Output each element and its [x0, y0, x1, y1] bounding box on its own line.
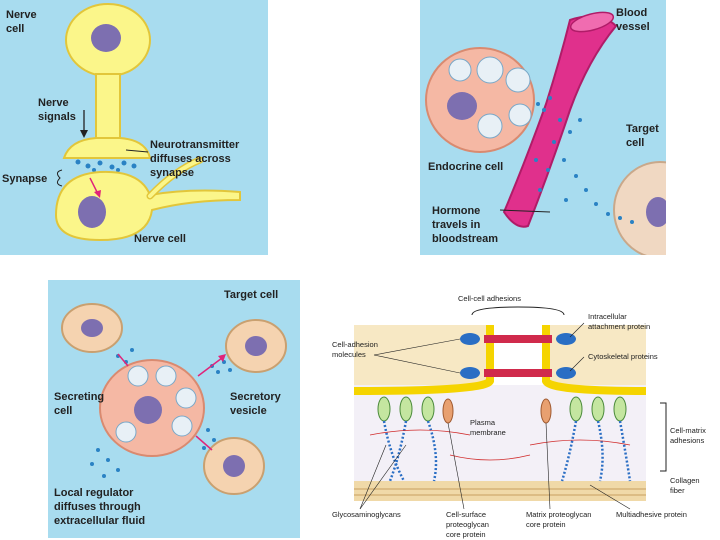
label-collagen-fiber: Collagen fiber	[670, 476, 702, 495]
label-plasma-membrane: Plasma membrane	[470, 418, 506, 437]
label-cell-cell-adhesions: Cell-cell adhesions	[458, 294, 521, 303]
label-multiadhesive-protein: Multiadhesive protein	[616, 510, 687, 519]
plasma-membrane-left	[353, 325, 494, 395]
label-secreting-cell: Secreting cell	[54, 391, 107, 417]
label-neurotransmitter: Neurotransmitter diffuses across synapse	[150, 139, 242, 179]
plasma-membrane-right	[542, 325, 647, 395]
label-hormone: Hormone travels in bloodstream	[432, 205, 498, 245]
neurotransmitter-dots	[75, 159, 137, 172]
label-cell-adhesion-molecules: Cell-adhesion molecules	[332, 340, 380, 359]
label-glycosaminoglycans: Glycosaminoglycans	[332, 510, 401, 519]
axon-terminal	[62, 137, 152, 159]
nerve-signaling-panel: Nerve cell Nerve signals Neurotransmitte…	[0, 0, 268, 255]
label-nerve-cell-top: Nerve cell	[6, 9, 40, 35]
adhesion-bar-1	[484, 335, 552, 343]
label-target-cell: Target cell	[626, 123, 662, 149]
adhesion-bar-2	[484, 369, 552, 377]
label-intracellular-protein: Intracellular attachment protein	[588, 312, 650, 331]
label-nerve-signals: Nerve signals	[38, 97, 76, 123]
upper-nerve-nucleus	[91, 24, 121, 52]
glycosaminoglycan-chains	[382, 420, 632, 482]
target-cell	[613, 161, 666, 255]
endocrine-nucleus	[447, 92, 477, 120]
label-cell-surface-proteoglycan: Cell-surface proteoglycan core protein	[446, 510, 491, 539]
hormone-vesicles	[448, 56, 532, 139]
label-cell-matrix-adhesions: Cell-matrix adhesions	[670, 426, 708, 445]
cell-adhesion-panel: Cell-cell adhesions Intracellular attach…	[330, 285, 720, 540]
axon	[95, 73, 121, 141]
label-endocrine-cell: Endocrine cell	[428, 161, 503, 173]
endocrine-signaling-panel: Blood vessel Target cell Endocrine cell …	[420, 0, 666, 255]
secretory-vesicles	[115, 365, 197, 443]
collagen-layer	[354, 481, 646, 501]
proteoglycans	[377, 396, 627, 422]
label-matrix-proteoglycan: Matrix proteoglycan core protein	[526, 510, 594, 529]
label-blood-vessel: Blood vessel	[616, 7, 650, 33]
target-nucleus	[646, 197, 666, 227]
label-local-regulator: Local regulator diffuses through extrace…	[54, 487, 145, 527]
label-target-cell: Target cell	[224, 289, 278, 301]
label-secretory-vesicle: Secretory vesicle	[230, 391, 284, 417]
label-nerve-cell-bottom: Nerve cell	[134, 233, 186, 245]
label-cytoskeletal-proteins: Cytoskeletal proteins	[588, 352, 658, 361]
target-cells	[61, 303, 287, 495]
hormone-dots	[534, 96, 634, 224]
label-synapse: Synapse	[2, 173, 47, 185]
lower-nerve-nucleus	[78, 196, 106, 228]
local-regulator-panel: Target cell Secreting cell Secretory ves…	[48, 280, 300, 538]
secreting-nucleus	[134, 396, 162, 424]
